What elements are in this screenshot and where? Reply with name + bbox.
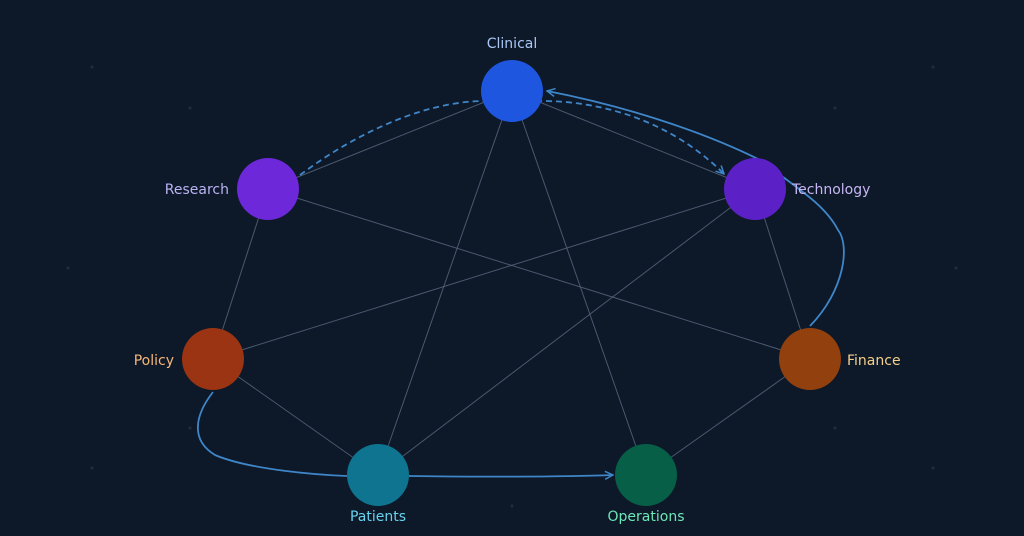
node-research-circle[interactable] — [237, 158, 299, 220]
edge-clinical-research — [267, 90, 513, 190]
node-operations-circle[interactable] — [615, 444, 677, 506]
background-dot — [931, 65, 935, 69]
node-clinical-label: Clinical — [487, 36, 537, 52]
node-operations[interactable]: Operations — [608, 444, 685, 525]
node-finance[interactable]: Finance — [779, 328, 901, 390]
edge-technology-policy — [212, 188, 756, 360]
background-dot — [954, 266, 958, 270]
flow-finance-to-clinical — [547, 91, 845, 327]
node-patients[interactable]: Patients — [347, 444, 409, 525]
edge-technology-patients — [377, 188, 756, 476]
edge-policy-patients — [212, 358, 379, 476]
node-finance-circle[interactable] — [779, 328, 841, 390]
flow-policy-to-patients — [196, 391, 348, 477]
background-dot — [66, 266, 70, 270]
flow-clinical-to-technology — [535, 100, 724, 174]
background-dot — [90, 466, 94, 470]
background-dot — [510, 504, 514, 508]
flow-research-to-clinical — [299, 100, 489, 176]
background-dot — [188, 106, 192, 110]
node-technology-circle[interactable] — [724, 158, 786, 220]
background-dots — [66, 65, 958, 508]
edge-clinical-technology — [511, 90, 756, 190]
node-technology-label: Technology — [791, 182, 870, 198]
edge-finance-operations — [645, 358, 811, 476]
node-patients-label: Patients — [350, 509, 406, 525]
node-technology[interactable]: Technology — [724, 158, 870, 220]
edge-research-finance — [267, 188, 811, 360]
background-dot — [188, 426, 192, 430]
node-operations-label: Operations — [608, 509, 685, 525]
flow-edges — [196, 91, 845, 477]
node-research-label: Research — [165, 182, 229, 198]
node-policy[interactable]: Policy — [134, 328, 244, 390]
edge-clinical-patients — [377, 90, 513, 476]
mesh-edges — [212, 90, 811, 476]
node-patients-circle[interactable] — [347, 444, 409, 506]
node-research[interactable]: Research — [165, 158, 299, 220]
node-clinical-circle[interactable] — [481, 60, 543, 122]
background-dot — [90, 65, 94, 69]
node-finance-label: Finance — [847, 353, 901, 369]
flow-patients-to-operations — [408, 475, 613, 477]
node-clinical[interactable]: Clinical — [481, 36, 543, 122]
background-dot — [931, 466, 935, 470]
node-policy-label: Policy — [134, 353, 174, 369]
background-dot — [833, 106, 837, 110]
node-policy-circle[interactable] — [182, 328, 244, 390]
background-dot — [833, 426, 837, 430]
edge-clinical-operations — [511, 90, 647, 476]
